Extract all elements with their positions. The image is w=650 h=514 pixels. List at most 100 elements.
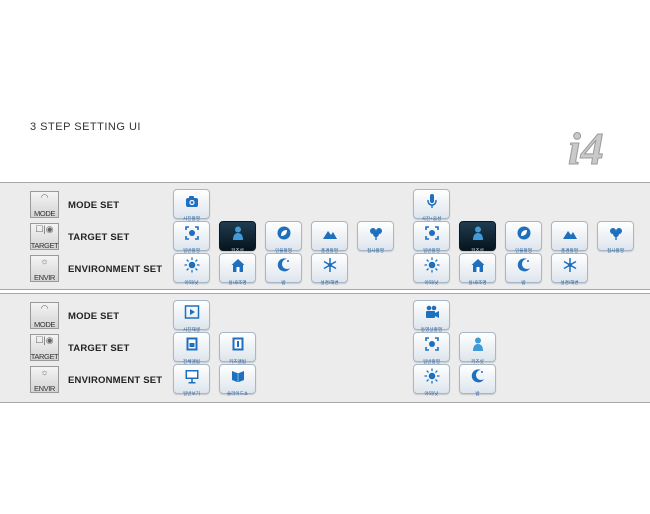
person-icon bbox=[470, 222, 486, 246]
album-icon bbox=[184, 333, 200, 357]
option-button[interactable]: 전체앨범 bbox=[173, 332, 210, 364]
category-glyph: ◠ bbox=[40, 192, 49, 202]
video-camera-icon bbox=[424, 301, 440, 325]
option-button[interactable]: 설경/해변 bbox=[311, 253, 348, 285]
category-glyph: ☼ bbox=[40, 256, 49, 266]
option-button[interactable]: 인물촬영 bbox=[265, 221, 302, 253]
option-label: 밤 bbox=[475, 391, 480, 396]
camera-icon bbox=[184, 190, 200, 214]
option-button[interactable]: 동영상촬영 bbox=[413, 300, 450, 332]
option-button[interactable]: 야외/낮 bbox=[413, 364, 450, 396]
row-label: ENVIRONMENT SET bbox=[68, 264, 163, 275]
option-label: 키즈샷 bbox=[231, 248, 244, 253]
option-button[interactable]: 키즈샷 bbox=[219, 221, 256, 253]
option-group-right: 사진+음성 bbox=[413, 189, 450, 221]
option-group-left: 야외/낮 실내/조명 밤 설경/해변 bbox=[173, 253, 348, 285]
option-label: 슬라이드쇼 bbox=[226, 391, 249, 396]
row-label: ENVIRONMENT SET bbox=[68, 375, 163, 386]
option-label: 사진재생 bbox=[183, 327, 200, 332]
option-label: 접사촬영 bbox=[607, 248, 624, 253]
category-glyph: ☐|◉ bbox=[35, 224, 54, 234]
option-button[interactable]: 풍경촬영 bbox=[551, 221, 588, 253]
option-button[interactable]: 일반촬영 bbox=[413, 332, 450, 364]
option-button[interactable]: 일반촬영 bbox=[173, 221, 210, 253]
option-button[interactable]: 풍경촬영 bbox=[311, 221, 348, 253]
option-label: 설경/해변 bbox=[560, 280, 579, 285]
option-button[interactable]: 사진+음성 bbox=[413, 189, 450, 221]
option-label: 동영상촬영 bbox=[420, 327, 443, 332]
option-button[interactable]: 밤 bbox=[505, 253, 542, 285]
screen-icon bbox=[184, 365, 200, 389]
i4-logo: i4 bbox=[562, 122, 642, 175]
person-icon bbox=[230, 222, 246, 246]
row-category-icon: ☐|◉TARGET bbox=[30, 223, 59, 250]
option-label: 실내/조명 bbox=[468, 280, 487, 285]
option-button[interactable]: 슬라이드쇼 bbox=[219, 364, 256, 396]
setting-row: ◠MODE MODE SET 사진촬영 사진+음성 bbox=[0, 189, 650, 221]
option-label: 인물촬영 bbox=[515, 248, 532, 253]
option-button[interactable]: 야외/낮 bbox=[413, 253, 450, 285]
moon-icon bbox=[516, 254, 532, 278]
option-label: 실내/조명 bbox=[228, 280, 247, 285]
person-icon bbox=[470, 333, 486, 357]
category-glyph: ◠ bbox=[40, 303, 49, 313]
option-label: 사진촬영 bbox=[183, 216, 200, 221]
option-group-left: 사진촬영 bbox=[173, 189, 210, 221]
option-button[interactable]: 접사촬영 bbox=[597, 221, 634, 253]
option-label: 인물촬영 bbox=[275, 248, 292, 253]
option-button[interactable]: 키즈샷 bbox=[459, 332, 496, 364]
option-label: 야외/낮 bbox=[424, 391, 439, 396]
option-group-right: 동영상촬영 bbox=[413, 300, 450, 332]
snowflake-icon bbox=[562, 254, 578, 278]
option-label: 밤 bbox=[521, 280, 526, 285]
row-category-icon: ☐|◉TARGET bbox=[30, 334, 59, 361]
option-button[interactable]: 키즈앨범 bbox=[219, 332, 256, 364]
option-group-left: 전체앨범 키즈앨범 bbox=[173, 332, 256, 364]
leaf-icon bbox=[276, 222, 292, 246]
option-group-right: 일반촬영 키즈샷 bbox=[413, 332, 496, 364]
option-button[interactable]: 일반촬영 bbox=[413, 221, 450, 253]
option-button[interactable]: 설경/해변 bbox=[551, 253, 588, 285]
option-label: 밤 bbox=[281, 280, 286, 285]
option-button[interactable]: 일반보기 bbox=[173, 364, 210, 396]
category-glyph: ☐|◉ bbox=[35, 335, 54, 345]
option-button[interactable]: 사진재생 bbox=[173, 300, 210, 332]
option-button[interactable]: 실내/조명 bbox=[459, 253, 496, 285]
microphone-icon bbox=[424, 190, 440, 214]
option-label: 전체앨범 bbox=[183, 359, 200, 364]
row-label: MODE SET bbox=[68, 200, 120, 211]
option-group-left: 사진재생 bbox=[173, 300, 210, 332]
category-glyph: ☼ bbox=[40, 367, 49, 377]
svg-text:i4: i4 bbox=[568, 123, 604, 172]
option-label: 일반촬영 bbox=[423, 359, 440, 364]
option-button[interactable]: 실내/조명 bbox=[219, 253, 256, 285]
option-label: 일반촬영 bbox=[183, 248, 200, 253]
option-label: 야외/낮 bbox=[424, 280, 439, 285]
flower-icon bbox=[608, 222, 624, 246]
row-category-icon: ◠MODE bbox=[30, 191, 59, 218]
slideshow-icon bbox=[230, 365, 246, 389]
option-button[interactable]: 밤 bbox=[265, 253, 302, 285]
sun-icon bbox=[424, 365, 440, 389]
option-label: 사진+음성 bbox=[421, 216, 442, 221]
option-button[interactable]: 인물촬영 bbox=[505, 221, 542, 253]
option-button[interactable]: 접사촬영 bbox=[357, 221, 394, 253]
option-button[interactable]: 밤 bbox=[459, 364, 496, 396]
option-button[interactable]: 키즈샷 bbox=[459, 221, 496, 253]
option-button[interactable]: 야외/낮 bbox=[173, 253, 210, 285]
house-icon bbox=[470, 254, 486, 278]
kids-album-icon bbox=[230, 333, 246, 357]
viewfinder-icon bbox=[184, 222, 200, 246]
option-label: 일반촬영 bbox=[423, 248, 440, 253]
option-group-right: 야외/낮 밤 bbox=[413, 364, 496, 396]
option-button[interactable]: 사진촬영 bbox=[173, 189, 210, 221]
snowflake-icon bbox=[322, 254, 338, 278]
category-code: ENVIR bbox=[34, 384, 55, 393]
option-label: 야외/낮 bbox=[184, 280, 199, 285]
option-label: 풍경촬영 bbox=[561, 248, 578, 253]
play-icon bbox=[184, 301, 200, 325]
